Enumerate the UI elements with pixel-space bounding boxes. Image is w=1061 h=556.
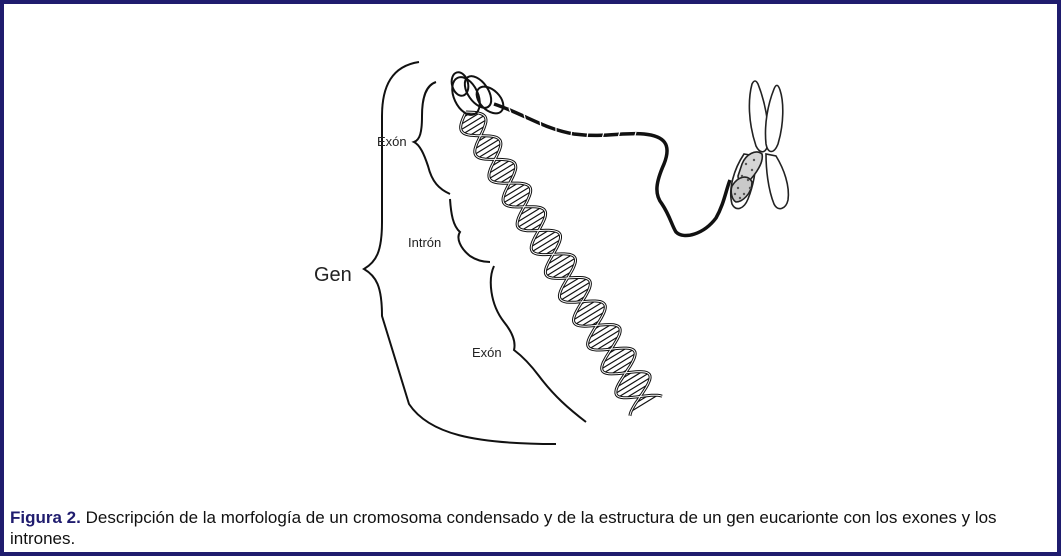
- exon-top-label: Exón: [377, 134, 407, 149]
- caption-label: Figura 2.: [10, 508, 81, 527]
- dna-coil: [447, 70, 509, 119]
- dna-double-helix: [461, 112, 662, 416]
- exon-top-brace: [414, 82, 450, 194]
- exon-bottom-brace: [491, 266, 586, 422]
- intron-label: Intrón: [408, 235, 441, 250]
- dna-strand-to-chromosome: [494, 104, 730, 236]
- caption-text: Descripción de la morfología de un cromo…: [10, 508, 997, 548]
- intron-brace: [450, 199, 490, 262]
- gene-label: Gen: [314, 264, 352, 286]
- figure-caption: Figura 2. Descripción de la morfología d…: [10, 507, 1061, 549]
- gene-diagram: Gen Exón Intrón Exón: [4, 4, 1061, 556]
- chromosome: [731, 81, 789, 209]
- exon-bottom-label: Exón: [472, 345, 502, 360]
